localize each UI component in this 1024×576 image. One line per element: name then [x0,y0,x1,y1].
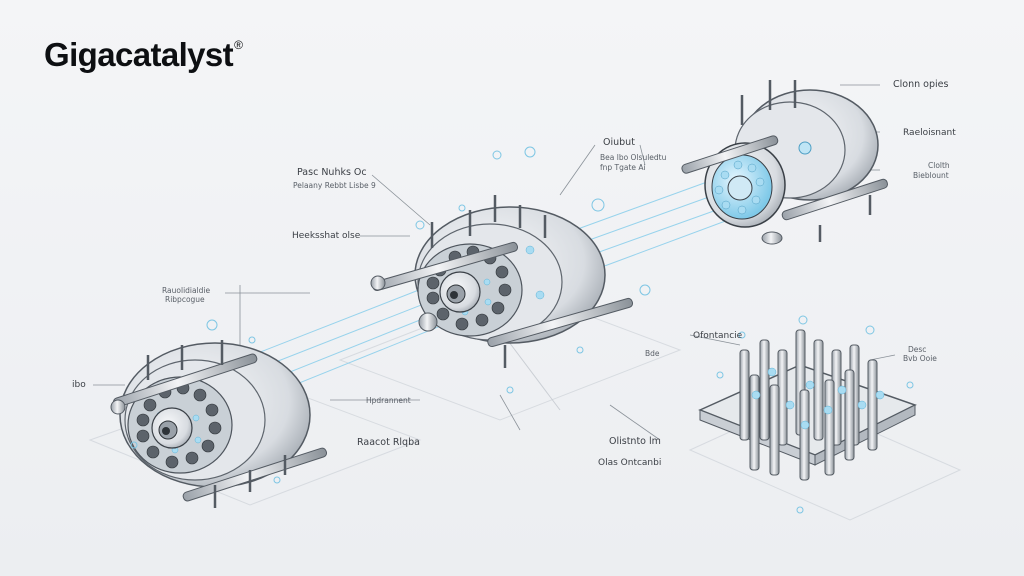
brand-name: Gigacatalyst [44,36,234,73]
label-heatshield: Heeksshat olse [292,231,361,241]
reactor-top-right [681,80,889,245]
tube-bundle [698,315,917,514]
label-connections: Clonn opies [893,79,949,90]
label-hydro: Hpdrannent [366,396,411,405]
brand-logo: Gigacatalyst® [44,36,243,74]
label-cloth: Clolth [928,161,950,170]
label-left-2: Ribpcogue [165,295,205,304]
registered-mark: ® [234,38,243,52]
label-bottom-center-1: Olistnto lm [609,436,661,447]
reactor-left [110,319,328,508]
label-replacement: Raeloisnant [903,128,956,138]
label-center-top-1: Pasc Nuhks Oc [297,167,367,178]
label-center-top-2: Pelaany Rebbt Lisbe 9 [293,181,376,190]
reactor-center [370,146,651,394]
label-distance: Ofontancie [693,331,743,341]
label-desc-2: Bvb Ooie [903,354,937,363]
label-react: Raacot Rlqba [357,437,420,448]
label-mid-small: Bde [645,349,660,358]
label-bieblount: Bieblount [913,171,949,180]
label-desc-1: Desc [908,345,927,354]
label-outlet-sub-2: fnp Tgate Ai [600,163,646,172]
label-outlet: Oiubut [603,137,635,148]
label-left-1: Rauolidialdie [162,286,211,295]
label-far-left: ibo [72,380,86,390]
leader-lines [93,84,896,441]
label-outlet-sub-1: Bea lbo Olsuledtu [600,153,667,162]
label-bottom-center-2: Olas Ontcanbi [598,458,662,468]
